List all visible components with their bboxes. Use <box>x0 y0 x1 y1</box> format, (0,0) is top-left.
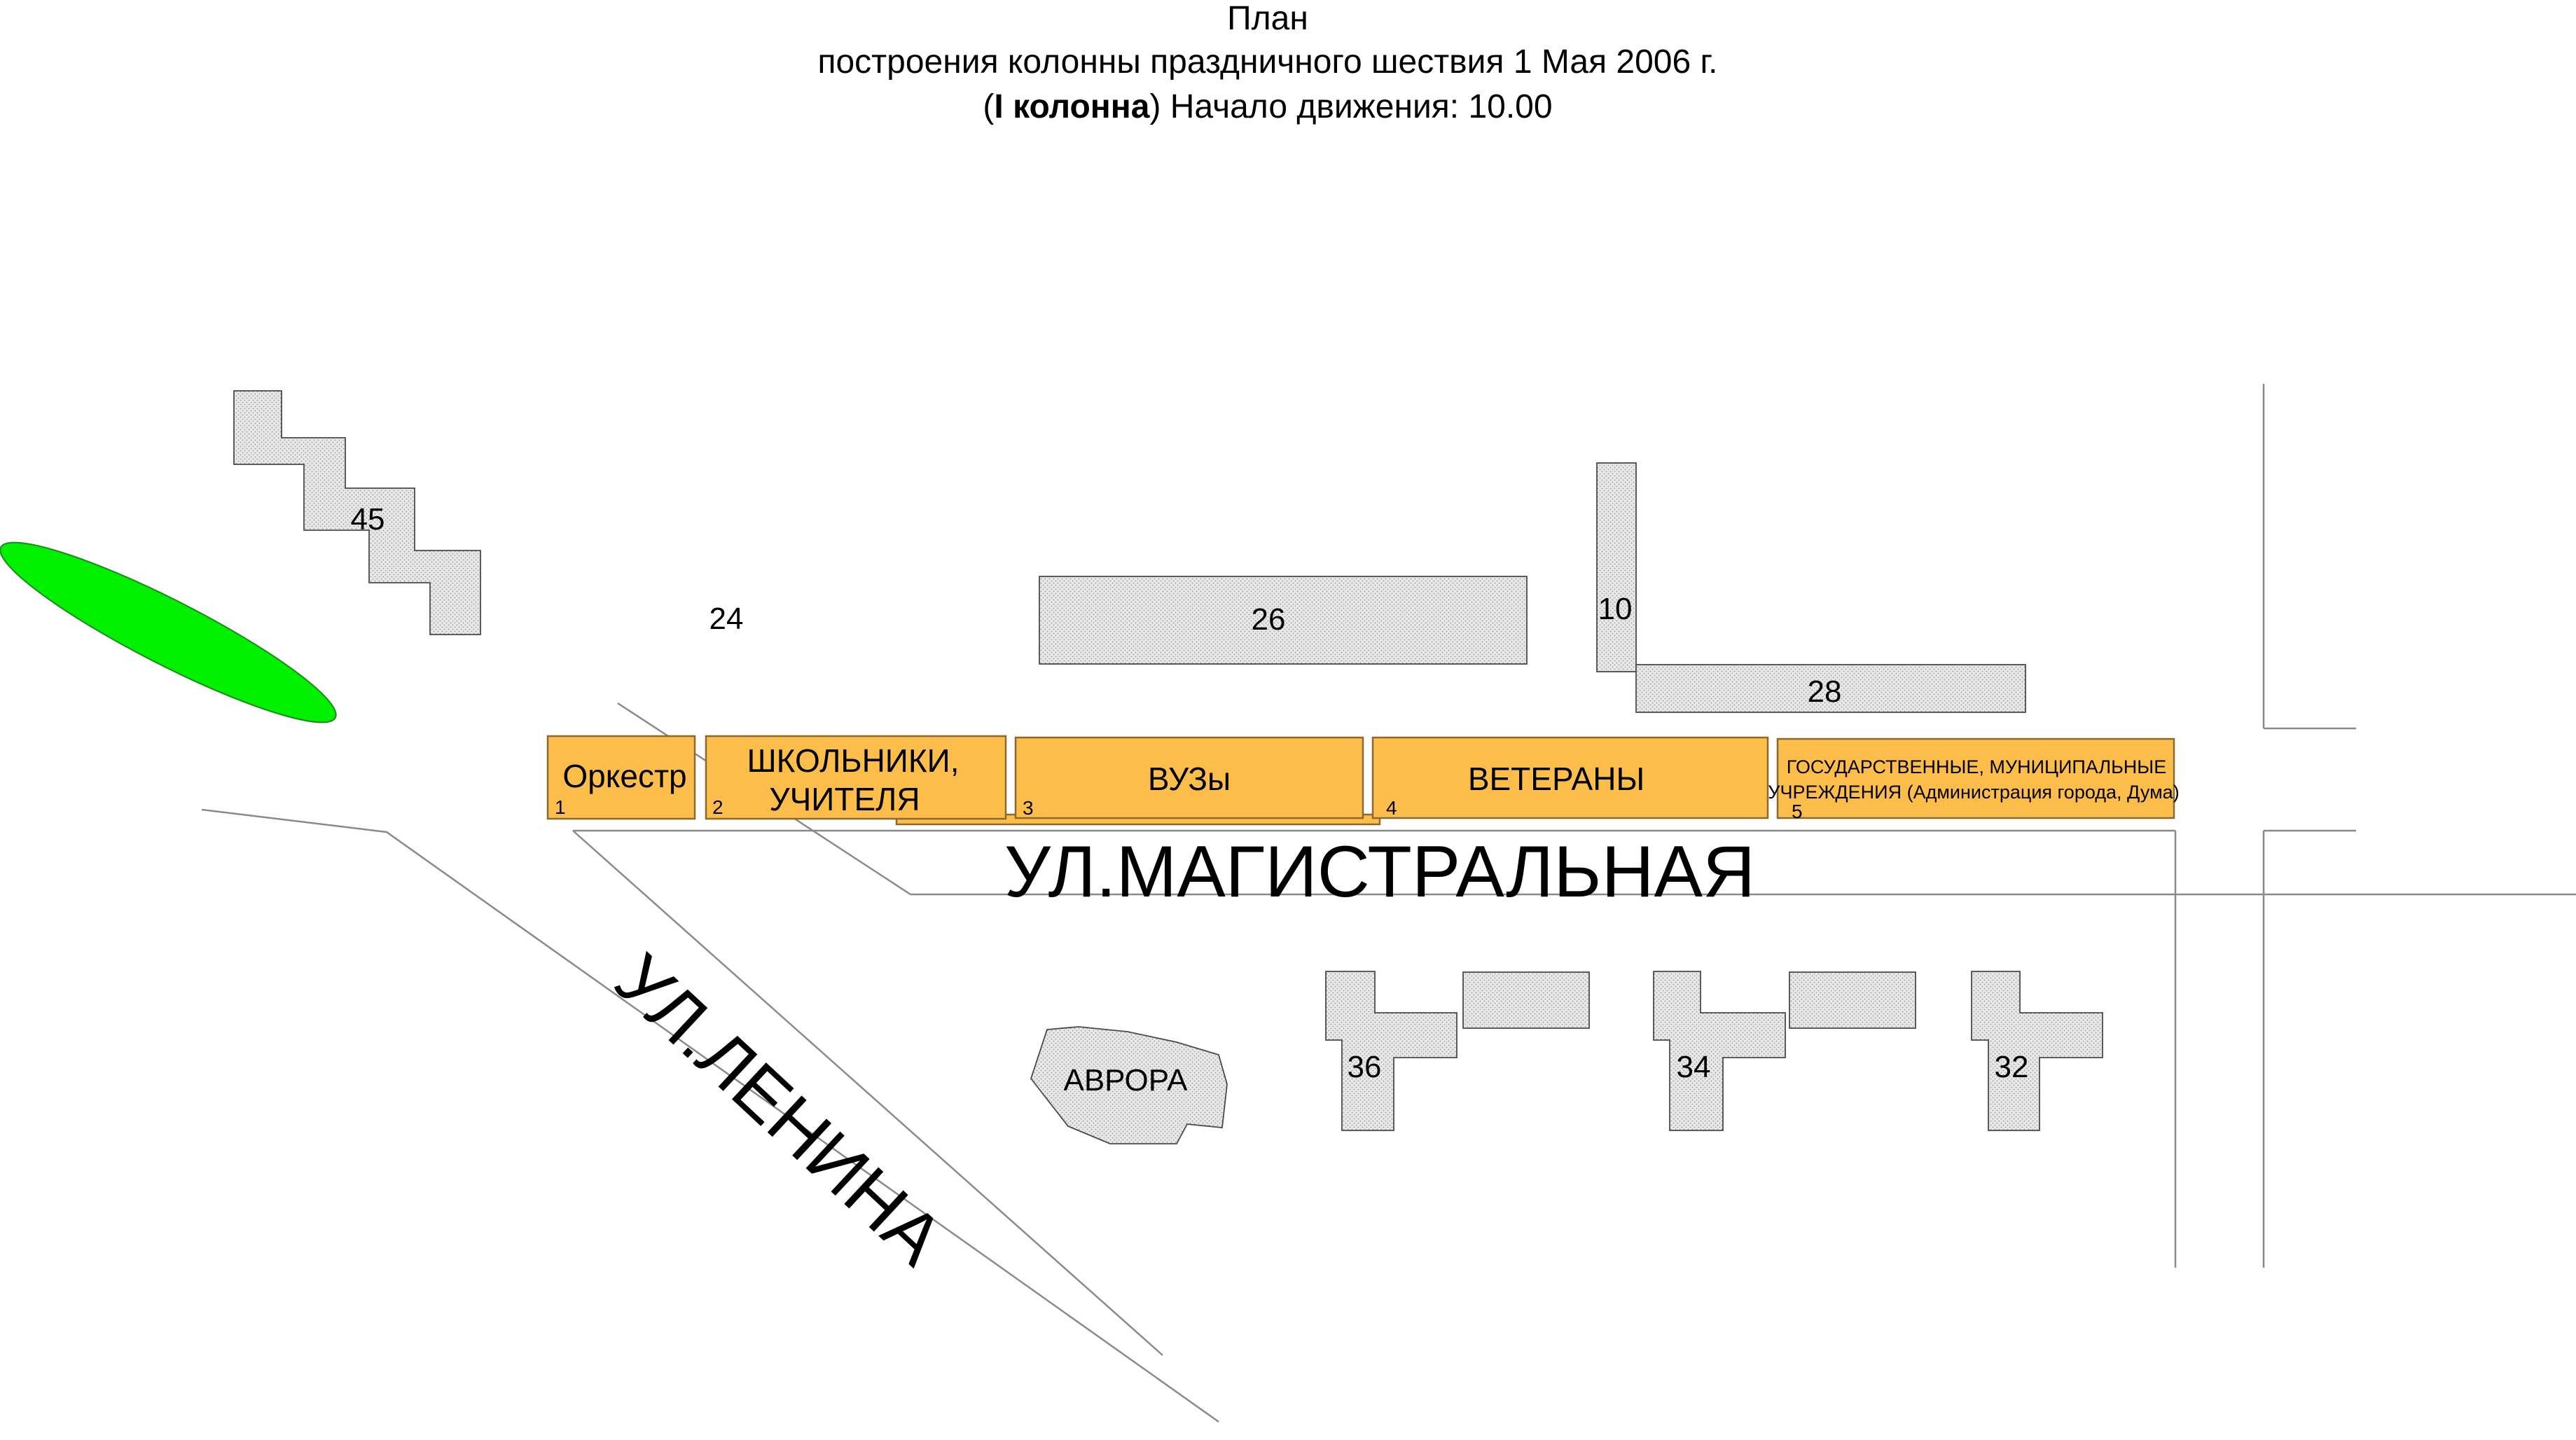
building-32-label: 32 <box>1995 1050 2029 1084</box>
title-line-3-rest: ) Начало движения: 10.00 <box>1149 88 1552 125</box>
building-45-label: 45 <box>351 502 385 536</box>
title-line-3: (I колонна) Начало движения: 10.00 <box>983 88 1552 125</box>
building-28 <box>1635 664 2026 713</box>
column-block-5-label-line1: ГОСУДАРСТВЕННЫЕ, МУНИЦИПАЛЬНЫЕ <box>1787 756 2166 777</box>
column-block-5-label-line2: УЧРЕЖДЕНИЯ (Администрация города, Дума) <box>1768 782 2179 803</box>
title-line-2: построения колонны праздничного шествия … <box>817 43 1717 81</box>
building-45 <box>233 390 481 635</box>
column-block-2-label-line1: ШКОЛЬНИКИ, <box>747 742 960 779</box>
lenina-street-left-edge <box>201 808 1219 1423</box>
column-block-4: ВЕТЕРАНЫ 4 <box>1371 736 1769 819</box>
title-column-number: I колонна <box>994 88 1149 125</box>
street-outlines <box>201 384 2576 1423</box>
building-10-label: 10 <box>1598 592 1633 626</box>
building-24-label: 24 <box>709 602 744 636</box>
building-10 <box>1596 462 1637 672</box>
column-block-2-rect <box>705 735 1007 820</box>
column-block-1: Оркестр 1 <box>546 735 696 820</box>
column-block-4-label: ВЕТЕРАНЫ <box>1468 761 1644 797</box>
building-26 <box>1039 576 1528 665</box>
building-32 <box>1971 971 2103 1131</box>
column-block-1-number: 1 <box>555 796 566 818</box>
column-block-4-rect <box>1371 736 1769 819</box>
buildings: 45 24 26 10 28 АВРОРА 36 34 32 <box>233 390 2103 1144</box>
column-block-3-rect <box>1014 736 1364 819</box>
building-36-label: 36 <box>1348 1050 1382 1084</box>
building-aurora <box>1030 1026 1228 1144</box>
building-34-label: 34 <box>1677 1050 1711 1084</box>
column-block-3: ВУЗы 3 <box>1014 736 1364 819</box>
column-block-3-label: ВУЗы <box>1148 761 1231 797</box>
title-line-1: План <box>1227 0 1308 37</box>
column-block-2: ШКОЛЬНИКИ, УЧИТЕЛЯ 2 <box>705 735 1007 820</box>
building-28-label: 28 <box>1808 674 1842 709</box>
column-block-5-rect <box>1776 738 2175 819</box>
column-block-2-label-line2: УЧИТЕЛЯ <box>769 781 920 817</box>
map-title: План построения колонны праздничного шес… <box>817 0 1717 125</box>
column-block-5: ГОСУДАРСТВЕННЫЕ, МУНИЦИПАЛЬНЫЕ УЧРЕЖДЕНИ… <box>1768 738 2180 822</box>
parade-column: Оркестр 1 ШКОЛЬНИКИ, УЧИТЕЛЯ 2 ВУЗы 3 ВЕ… <box>546 735 2180 826</box>
column-block-5-number: 5 <box>1792 801 1803 822</box>
lenina-street-right-edge <box>572 830 1163 1356</box>
building-26-label: 26 <box>1252 602 1286 637</box>
building-34 <box>1653 971 1786 1131</box>
street-name-magistralnaya: УЛ.МАГИСТРАЛЬНАЯ <box>1004 831 1755 913</box>
building-36-annex <box>1462 971 1590 1029</box>
column-block-1-rect <box>546 735 696 820</box>
street-name-lenina: УЛ.ЛЕНИНА <box>600 939 958 1281</box>
title-line-3-open: ( <box>983 88 994 125</box>
building-36 <box>1325 971 1457 1131</box>
building-aurora-label: АВРОРА <box>1063 1063 1188 1098</box>
column-block-1-label: Оркестр <box>562 758 686 794</box>
building-34-annex <box>1789 971 1916 1029</box>
column-block-3-number: 3 <box>1023 797 1034 819</box>
column-block-4-number: 4 <box>1386 797 1397 819</box>
column-block-2-number: 2 <box>712 796 723 818</box>
park-green-area <box>0 541 337 724</box>
